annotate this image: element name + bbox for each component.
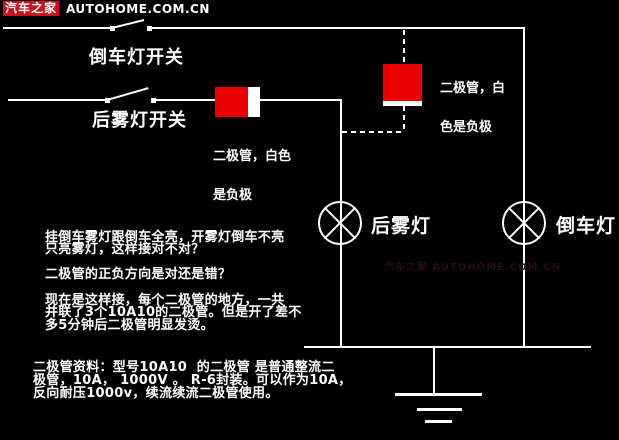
current-setup-line1: 现在是这样接，每个二极管的地方，一共 bbox=[45, 293, 285, 308]
question2-text: 二极管的正负方向是对还是错？ bbox=[45, 267, 232, 282]
dashed-wire-bottom bbox=[403, 106, 405, 132]
dashed-wire-top bbox=[403, 30, 405, 64]
reverse-switch-contact-left bbox=[110, 26, 115, 31]
diode-left bbox=[215, 87, 260, 117]
fog-lamp-label: 后雾灯 bbox=[371, 215, 432, 237]
ground-stem-wire bbox=[433, 348, 435, 393]
wire-top-left bbox=[3, 27, 112, 29]
diode-spec-line1: 二极管资料：型号10A10 的二极管 是普通整流二 bbox=[33, 360, 335, 375]
fog-switch-contact-left bbox=[105, 98, 110, 103]
autohome-url-text: AUTOHOME.COM.CN bbox=[66, 1, 210, 16]
question1-line1: 挂倒车雾灯跟倒车全亮，开雾灯倒车不亮 bbox=[45, 230, 285, 245]
diode-left-cathode-band bbox=[248, 87, 260, 117]
diode-left-note-line2: 是负极 bbox=[213, 188, 253, 203]
diode-left-note-line1: 二极管，白色 bbox=[213, 149, 292, 164]
reverse-switch-contact-right bbox=[147, 26, 152, 31]
current-setup-line2: 并联了3个10A10的二极管。但是开了差不 bbox=[45, 305, 302, 321]
fog-lamp-symbol bbox=[318, 201, 362, 245]
question1-line2: 只亮雾灯，这样接对不对？ bbox=[45, 242, 205, 258]
wire-fog-mid bbox=[156, 99, 215, 101]
wire-fog-right bbox=[260, 99, 342, 101]
ground-symbol-bar2 bbox=[417, 408, 462, 411]
wire-reverse-lamp-vertical bbox=[523, 29, 525, 346]
diode-right-cathode-band bbox=[383, 101, 422, 106]
ground-bus-wire bbox=[304, 346, 591, 348]
ground-symbol-bar3 bbox=[425, 420, 452, 423]
diode-spec-line2: 极管，10A， 1000V 。 R-6封装。可以作为10A， bbox=[33, 373, 352, 388]
diode-right-note: 二极管，白 色是负极 bbox=[440, 56, 505, 160]
current-setup-line3: 多5分钟后二极管明显发烫。 bbox=[45, 317, 214, 333]
dashed-wire-horizontal bbox=[342, 131, 403, 133]
diode-spec-line3: 反向耐压1000v，续流续流二极管使用。 bbox=[33, 386, 279, 401]
diode-right-note-line1: 二极管，白 bbox=[440, 81, 506, 96]
current-setup-text: 现在是这样接，每个二极管的地方，一共 并联了3个10A10的二极管。但是开了差不… bbox=[45, 293, 302, 333]
reverse-lamp-symbol bbox=[502, 201, 546, 245]
reverse-switch-label: 倒车灯开关 bbox=[89, 47, 184, 68]
autohome-logo: 汽车之家 bbox=[3, 1, 60, 16]
diode-right-note-line2: 色是负极 bbox=[440, 120, 493, 135]
watermark-header: 汽车之家 AUTOHOME.COM.CN bbox=[3, 1, 210, 16]
reverse-lamp-label: 倒车灯 bbox=[556, 215, 617, 237]
question1-text: 挂倒车雾灯跟倒车全亮，开雾灯倒车不亮 只亮雾灯，这样接对不对？ bbox=[45, 230, 285, 258]
reverse-switch-blade bbox=[111, 19, 145, 29]
watermark-faint: 汽车之家 AUTOHOME.COM.CN bbox=[384, 262, 562, 273]
diode-right bbox=[383, 64, 422, 106]
question2-line1: 二极管的正负方向是对还是错？ bbox=[45, 267, 232, 282]
wire-fog-left bbox=[8, 99, 107, 101]
ground-symbol-bar1 bbox=[395, 393, 482, 396]
diode-left-note: 二极管，白色 是负极 bbox=[213, 124, 291, 228]
wire-top-main bbox=[152, 27, 525, 29]
fog-switch-contact-right bbox=[151, 98, 156, 103]
diode-spec-text: 二极管资料：型号10A10 的二极管 是普通整流二 极管，10A， 1000V … bbox=[33, 361, 352, 400]
fog-switch-label: 后雾灯开关 bbox=[92, 110, 187, 131]
fog-switch-blade bbox=[106, 87, 149, 101]
